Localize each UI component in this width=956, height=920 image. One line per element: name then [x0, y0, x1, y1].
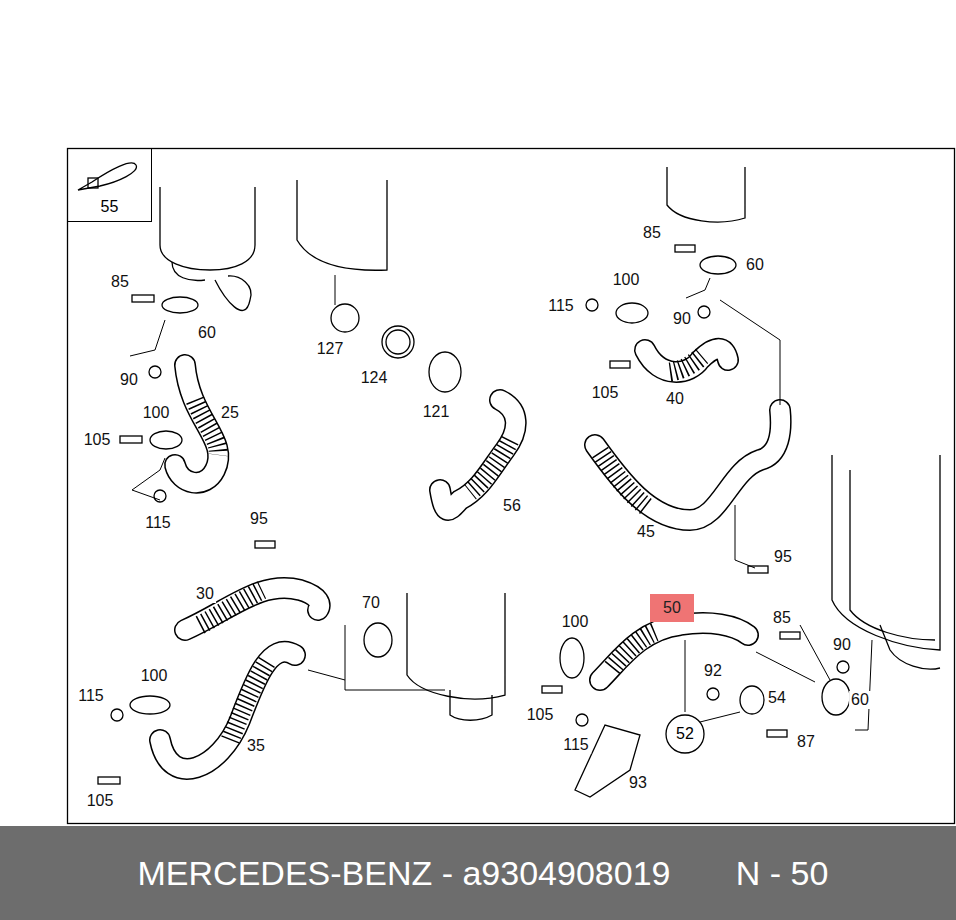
callout-number: 121 [421, 403, 452, 421]
callout-number: 45 [635, 523, 657, 541]
callout-number: 115 [76, 687, 106, 705]
inset-box: 55 [68, 149, 152, 222]
callout-number: 25 [219, 404, 241, 422]
callout-number: 105 [82, 431, 113, 449]
callout-number: 54 [766, 689, 788, 707]
callout-number: 100 [560, 613, 591, 631]
callout-number: 87 [795, 733, 817, 751]
callout-number: 60 [849, 691, 871, 709]
callout-number: 85 [641, 224, 663, 242]
callout-circle: 52 [665, 714, 705, 754]
callout-number: 105 [590, 384, 621, 402]
callout-number: 127 [315, 340, 346, 358]
callout-number: 115 [546, 297, 576, 315]
callout-number: 30 [194, 585, 216, 603]
node-text: 55 [99, 198, 121, 216]
callout-number: 92 [702, 662, 724, 680]
callout-number: 60 [744, 256, 766, 274]
callout-number: 105 [525, 706, 556, 724]
footer-band: MERCEDES-BENZ - a9304908019 N - 50 [0, 826, 956, 920]
callout-number: 100 [141, 404, 172, 422]
callout-number: 105 [85, 792, 116, 810]
callout-number: 95 [248, 510, 270, 528]
highlight-box: 50 [650, 594, 694, 622]
callout-number: 90 [118, 371, 140, 389]
callout-number: 90 [831, 636, 853, 654]
callout-number: 100 [139, 667, 170, 685]
callout-number: 90 [671, 310, 693, 328]
callout-number: 85 [771, 609, 793, 627]
callout-number: 70 [360, 594, 382, 612]
callout-number: 40 [664, 390, 686, 408]
node-text: 50 [663, 599, 681, 616]
callout-number: 60 [196, 324, 218, 342]
callout-number: 56 [501, 497, 523, 515]
callout-number: 93 [627, 774, 649, 792]
callout-number: 95 [772, 548, 794, 566]
callout-number: 100 [611, 271, 642, 289]
node-text: 52 [676, 725, 694, 743]
callout-number: 85 [109, 273, 131, 291]
callout-number: 115 [561, 736, 591, 754]
callout-number: 124 [359, 369, 390, 387]
node-text: MERCEDES-BENZ - a9304908019 [138, 854, 671, 893]
node-text: N - 50 [736, 854, 829, 893]
callout-number: 35 [245, 737, 267, 755]
callout-number: 115 [143, 514, 173, 532]
